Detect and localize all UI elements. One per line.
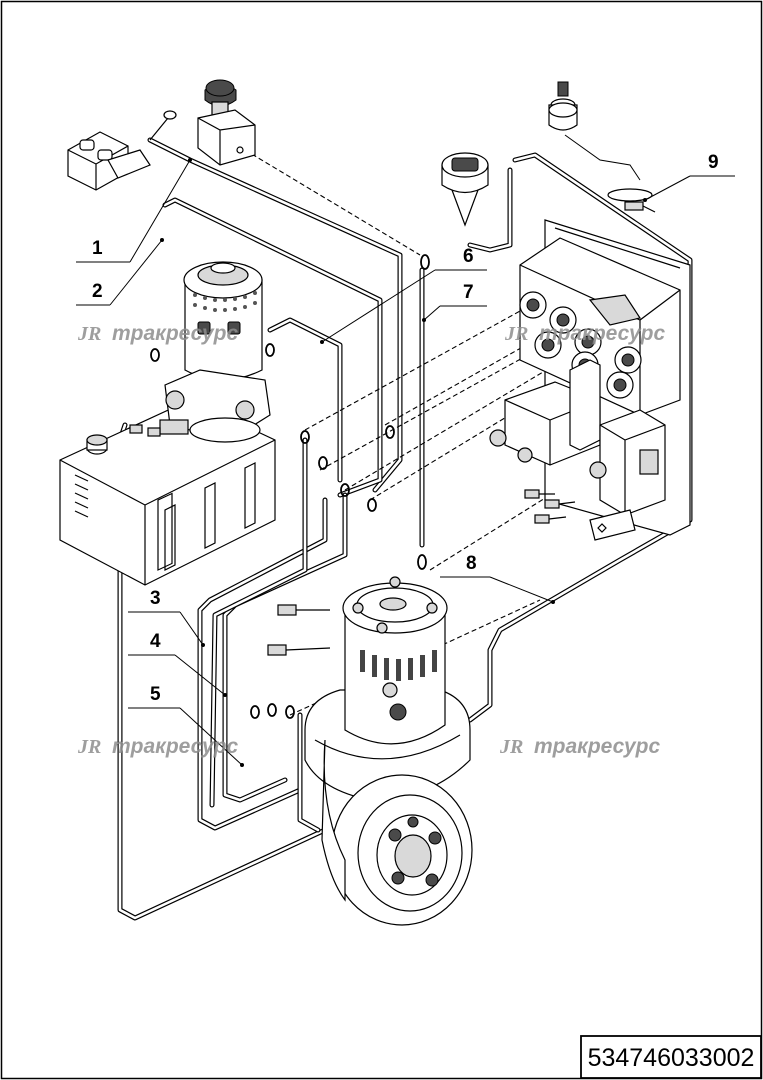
watermark-logo: JR [504,323,528,345]
callout-6: 6 [463,246,474,267]
callout-1: 1 [92,238,103,259]
terminal-9 [607,188,656,213]
callout-4: 4 [150,631,161,652]
emergency-stop-switch [197,79,256,166]
key-switch [548,81,578,131]
watermark-text: тракресурс [112,322,238,345]
watermark-logo: JR [499,736,523,758]
watermark-text: тракресурс [112,735,238,758]
traction-motor [304,576,473,926]
callout-7: 7 [463,282,474,303]
part-number-box: 534746033002 [580,1035,762,1079]
callout-8: 8 [466,553,477,574]
connector-block [67,110,177,191]
watermark-logo: JR [77,323,101,345]
part-number: 534746033002 [588,1044,755,1072]
callout-3: 3 [150,588,161,609]
watermarks: JR тракресурс JR тракресурс JR тракресур… [77,322,665,758]
callouts: 1 2 3 4 5 6 7 8 9 [76,152,735,767]
callout-9: 9 [708,152,719,173]
callout-2: 2 [92,281,103,302]
controller-panel [489,219,691,541]
watermark-logo: JR [77,736,101,758]
watermark-text: тракресурс [534,735,660,758]
callout-5: 5 [150,684,161,705]
watermark-text: тракресурс [539,322,665,345]
hour-meter [441,152,489,227]
hydraulic-tank [59,399,276,586]
cable-lugs [129,254,430,719]
pump-motor [159,261,271,443]
